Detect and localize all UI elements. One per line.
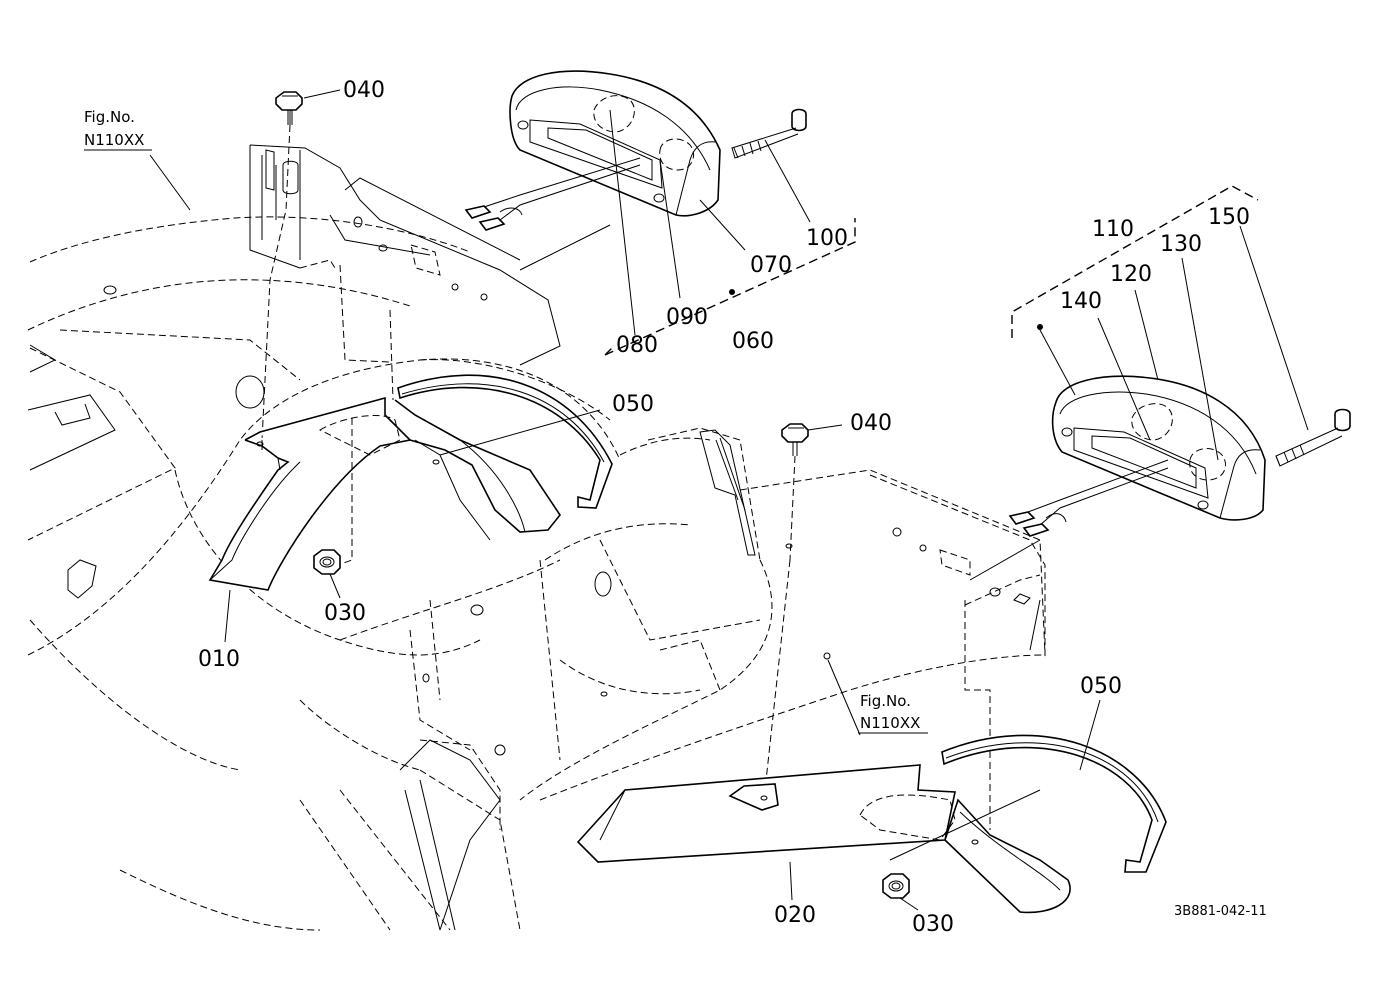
callout-030-right: 030: [912, 912, 954, 937]
figure-ref-number: N110XX: [860, 714, 920, 732]
callout-120: 120: [1110, 262, 1152, 287]
lamp-assembly-060: [464, 70, 807, 231]
callout-100: 100: [806, 226, 848, 251]
figure-ref-upper: Fig.No. N110XX: [84, 108, 152, 151]
seal-strip-050-lower: [941, 734, 1167, 873]
callout-040-middle: 040: [850, 411, 892, 436]
callout-150: 150: [1208, 205, 1250, 230]
group-bracket-110: [1011, 185, 1259, 338]
right-bracket: [699, 429, 1046, 660]
lamp-assembly-110: [1008, 375, 1351, 537]
callout-030-left: 030: [324, 601, 366, 626]
bolt-040-middle: [764, 423, 809, 791]
callout-090: 090: [666, 305, 708, 330]
group-bracket-060: [604, 218, 856, 356]
figure-ref-lower: Fig.No. N110XX: [858, 692, 928, 734]
fender-panel-010: [208, 396, 561, 591]
callout-060: 060: [732, 329, 774, 354]
bolt-040-upper: [261, 91, 303, 441]
callout-070: 070: [750, 253, 792, 278]
drawing-code: 3B881-042-11: [1174, 904, 1267, 919]
callout-050-lower: 050: [1080, 674, 1122, 699]
nut-030-right: [882, 873, 910, 899]
figure-ref-label: Fig.No.: [84, 108, 135, 126]
group-dot-110: [1037, 324, 1043, 330]
fender-panel-020: [576, 764, 1071, 914]
figure-ref-number: N110XX: [84, 131, 144, 149]
callout-140: 140: [1060, 289, 1102, 314]
group-dot-060: [729, 289, 735, 295]
nut-030-left: [313, 549, 341, 575]
callout-labels: 040 040 100 070 090 080 060 050 050 010 …: [198, 78, 1250, 937]
figure-ref-label: Fig.No.: [860, 692, 911, 710]
callout-130: 130: [1160, 232, 1202, 257]
callout-020: 020: [774, 903, 816, 928]
callout-110: 110: [1092, 217, 1134, 242]
callout-050-upper: 050: [612, 392, 654, 417]
seal-strip-050-upper: [397, 374, 613, 509]
callout-040-upper: 040: [343, 78, 385, 103]
callout-080: 080: [616, 333, 658, 358]
chassis-frame: [27, 216, 1046, 931]
leader-lines: [149, 89, 1309, 911]
group-bracket-060-tick: [604, 347, 613, 356]
upper-left-bracket: [249, 144, 561, 401]
callout-010: 010: [198, 647, 240, 672]
